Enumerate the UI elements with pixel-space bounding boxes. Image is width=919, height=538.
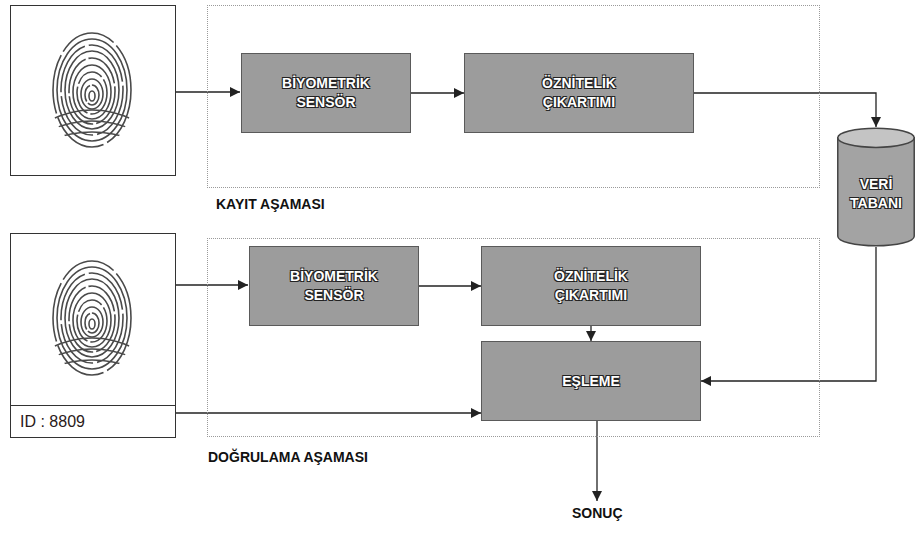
input-arrow (176, 91, 240, 92)
image-frame (11, 234, 176, 406)
connector-arrow (590, 326, 591, 341)
cylinder-top (838, 128, 914, 147)
connector-arrow (701, 247, 876, 381)
box-label: BİYOMETRİK SENSÖR (272, 267, 397, 305)
box-label: ÖZNİTELİK ÇIKARTIMI (529, 267, 654, 305)
connector-arrow (176, 412, 481, 413)
process-box: EŞLEME (481, 341, 701, 421)
cylinder-body (838, 138, 914, 246)
id-field: ID : 8809 (10, 405, 176, 438)
connector-arrow (411, 92, 464, 93)
connector-arrow (419, 285, 481, 286)
fingerprint-image (50, 261, 134, 375)
id-label: ID : 8809 (20, 413, 85, 431)
box-label: ÖZNİTELİK ÇIKARTIMI (517, 74, 642, 112)
process-box: BİYOMETRİK SENSÖR (249, 246, 419, 326)
connector-arrow (694, 93, 876, 127)
process-box: BİYOMETRİK SENSÖR (241, 53, 411, 133)
fingerprint-image (50, 33, 134, 147)
process-box: ÖZNİTELİK ÇIKARTIMI (464, 53, 694, 133)
stage-heading: KAYIT AŞAMASI (216, 196, 325, 212)
process-box: ÖZNİTELİK ÇIKARTIMI (481, 246, 701, 326)
result-arrow (596, 420, 597, 501)
stage-region: DOĞRULAMA AŞAMASIBİYOMETRİK SENSÖRÖZNİTE… (207, 238, 820, 437)
database-label: VERİ TABANI (844, 175, 908, 213)
stage-heading: DOĞRULAMA AŞAMASI (208, 449, 368, 465)
result-label: SONUÇ (572, 505, 623, 521)
image-frame (11, 6, 176, 176)
stage-region: KAYIT AŞAMASIBİYOMETRİK SENSÖRÖZNİTELİK … (207, 5, 820, 188)
box-label: EŞLEME (562, 372, 620, 391)
database-cylinder: VERİ TABANI (837, 127, 915, 247)
box-label: BİYOMETRİK SENSÖR (264, 74, 389, 112)
input-arrow (176, 284, 248, 285)
